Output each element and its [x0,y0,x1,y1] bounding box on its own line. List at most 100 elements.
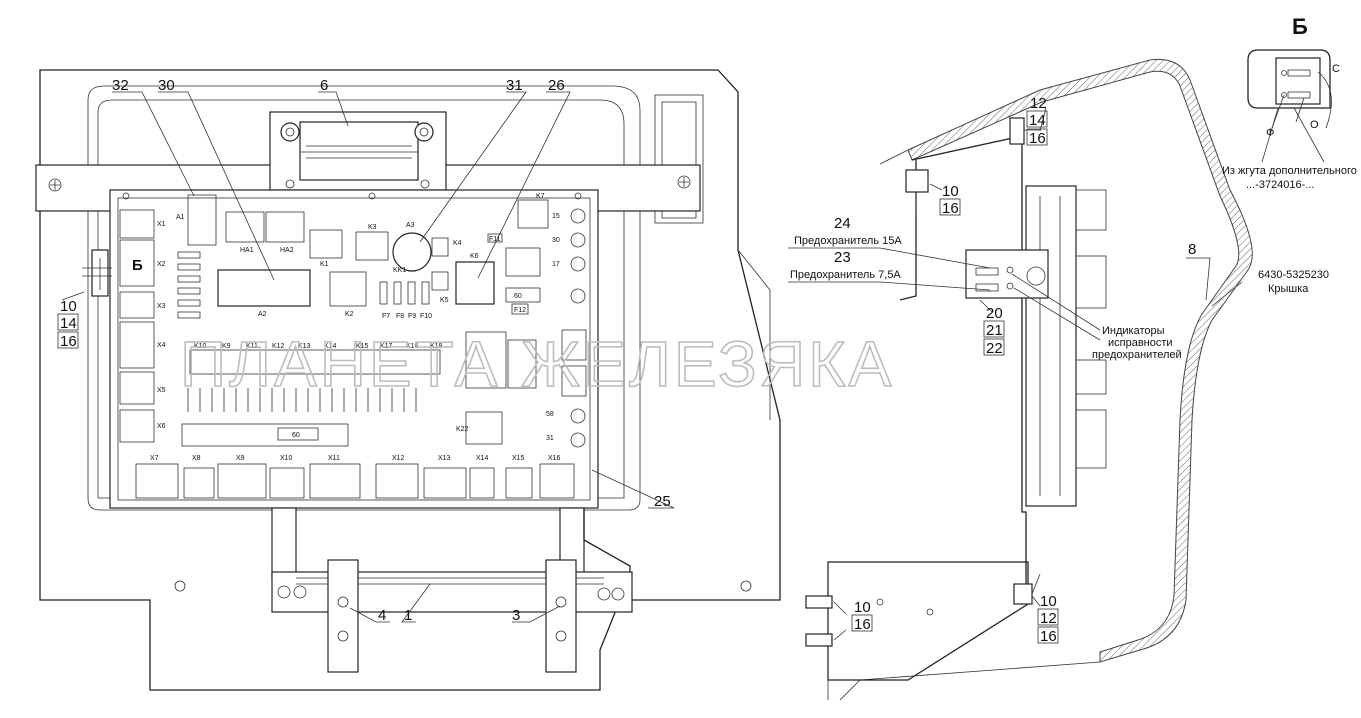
leader-25 [591,469,675,509]
label-k6: K6 [470,253,479,260]
leader-26 [477,91,571,279]
label-a2: A2 [258,311,267,318]
label-k10: K10 [194,343,207,350]
connector-x14-label: X14 [476,455,489,462]
leader-cover [1211,281,1243,307]
leader-3 [512,605,561,623]
label-k13: K13 [298,343,311,350]
label-f8: F8 [396,313,404,320]
label-ha1: HA1 [240,247,254,254]
label-f9: F9 [408,313,416,320]
label-ha2: HA2 [280,247,294,254]
callout-20: 20 [986,305,1003,322]
leader-1 [401,583,431,623]
label-58: 58 [546,411,554,418]
harness-note-2: ...-3724016-... [1246,179,1315,191]
label-k17: K17 [380,343,393,350]
label-15: 15 [552,213,560,220]
label-k11: K11 [246,343,258,350]
front-view: X1 X2 X3 X4 X5 X6 A1 HA1 HA2 A2 [35,69,781,691]
label-60: 60 [514,293,522,300]
callout-10-left: 10 [60,298,77,315]
callout-23: 23 [834,249,851,266]
callout-31: 31 [506,77,523,94]
label-17: 17 [552,261,560,268]
fuse-holder [965,249,1049,299]
control-unit-board: X1 X2 X3 X4 X5 X6 A1 HA1 HA2 A2 [109,189,599,509]
callout-24: 24 [834,215,851,232]
terminal-column: 15 30 17 58 31 [546,208,587,448]
bottom-connector-row: X7 X8 X9 X10 X11 X12 X13 X14 X15 X16 [135,455,575,499]
fuse-column-left [177,251,201,319]
callout-b-view: Б [132,257,143,274]
buzzer-a3 [392,232,432,272]
connector-x7-label: X7 [150,455,159,462]
side-view: 12 14 16 10 16 24 Предохранитель 15А 23 … [788,58,1329,701]
inset-label-c: С [1332,63,1340,75]
connector-x5-label: X5 [157,387,166,394]
callout-12-top: 12 [1030,95,1047,112]
indicator-note-2: исправности [1108,337,1173,349]
connector-x9-label: X9 [236,455,245,462]
left-connector-column: X1 X2 X3 X4 X5 X6 [119,209,166,443]
watermark: ПЛАНЕТА ЖЕЛЕЗЯКА [180,328,894,400]
label-k18: K18 [430,343,443,350]
label-k22: K22 [456,426,469,433]
bolt-bottom-left [805,595,833,647]
cover-code: 6430-5325230 [1258,269,1329,281]
label-f11: F11 [489,236,501,243]
callout-16-left: 16 [60,333,77,350]
callout-8: 8 [1188,241,1196,258]
leader-30 [158,91,275,281]
indicator-note-1: Индикаторы [1102,325,1165,337]
label-f7: F7 [382,313,390,320]
indicator-note-3: предохранителей [1092,349,1182,361]
relay-k6 [455,261,495,305]
leader-6 [318,91,349,127]
label-kk1: KK1 [393,267,406,274]
connector-x3-label: X3 [157,303,166,310]
cover-name: Крышка [1268,283,1309,295]
callout-4: 4 [378,607,386,624]
label-a3: A3 [406,222,415,229]
leader-31 [419,91,527,243]
control-unit-side [1025,185,1077,507]
callout-12-br: 12 [1040,610,1057,627]
inset-view-b: Б С Ф О Из жгута дополнительного ...-372… [1222,14,1357,191]
callout-16-mid: 16 [942,200,959,217]
label-k3: K3 [368,224,377,231]
connector-x12-label: X12 [392,455,405,462]
mounting-plate-inner [97,99,625,499]
label-k14: K14 [324,343,337,350]
connector-x2-label: X2 [157,261,166,268]
top-clamp [269,111,447,191]
label-60-bank: 60 [292,432,300,439]
side-connector-b [82,249,112,297]
side-panel [654,94,704,224]
leader-23 [788,281,991,291]
label-k5: K5 [440,297,449,304]
callout-6: 6 [320,77,328,94]
connector-x15-label: X15 [512,455,525,462]
cabin-edge [737,249,771,420]
label-k2: K2 [345,311,354,318]
callout-10-mid: 10 [942,183,959,200]
callout-16-bl: 16 [854,616,871,633]
callout-10-bl: 10 [854,599,871,616]
leader-8 [1186,257,1211,301]
leader-24 [788,247,991,269]
connector-x1-label: X1 [157,221,166,228]
connector-x10-label: X10 [280,455,293,462]
callout-16-br: 16 [1040,628,1057,645]
label-k1: K1 [320,261,329,268]
label-30: 30 [552,237,560,244]
label-k12: K12 [272,343,285,350]
connector-x13-label: X13 [438,455,451,462]
label-k7: K7 [536,193,545,200]
leader-32 [112,91,195,197]
callout-14-top: 14 [1029,112,1046,129]
callout-3: 3 [512,607,520,624]
connector-x16-label: X16 [548,455,561,462]
inset-label-f: Ф [1266,127,1274,139]
